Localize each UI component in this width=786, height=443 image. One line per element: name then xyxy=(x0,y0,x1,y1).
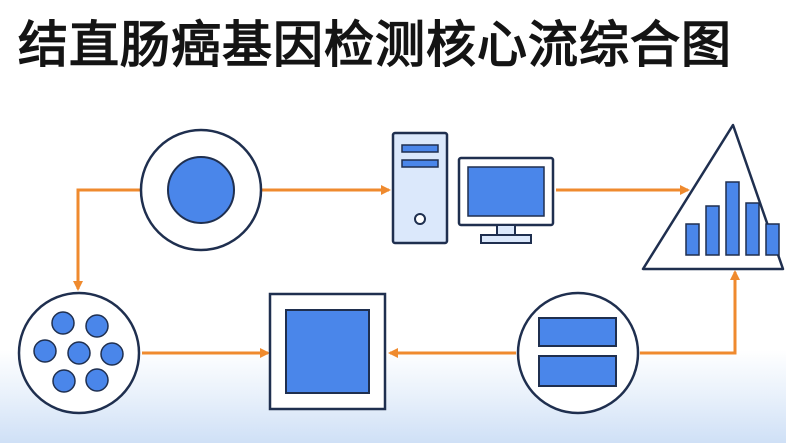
triangle-bar-chart-icon xyxy=(641,123,785,271)
arrow-sample-to-cells xyxy=(73,188,140,291)
square-panel-icon xyxy=(268,292,387,411)
flow-arrows xyxy=(73,185,740,358)
circle-sample-icon xyxy=(139,128,263,252)
diagram-title: 结直肠癌基因检测核心流综合图 xyxy=(18,16,732,74)
stacked-blocks-icon xyxy=(516,291,640,415)
computer-workstation-icon xyxy=(391,131,555,245)
arrow-storage-to-analysis xyxy=(640,270,740,355)
cell-cluster-icon xyxy=(17,291,141,415)
